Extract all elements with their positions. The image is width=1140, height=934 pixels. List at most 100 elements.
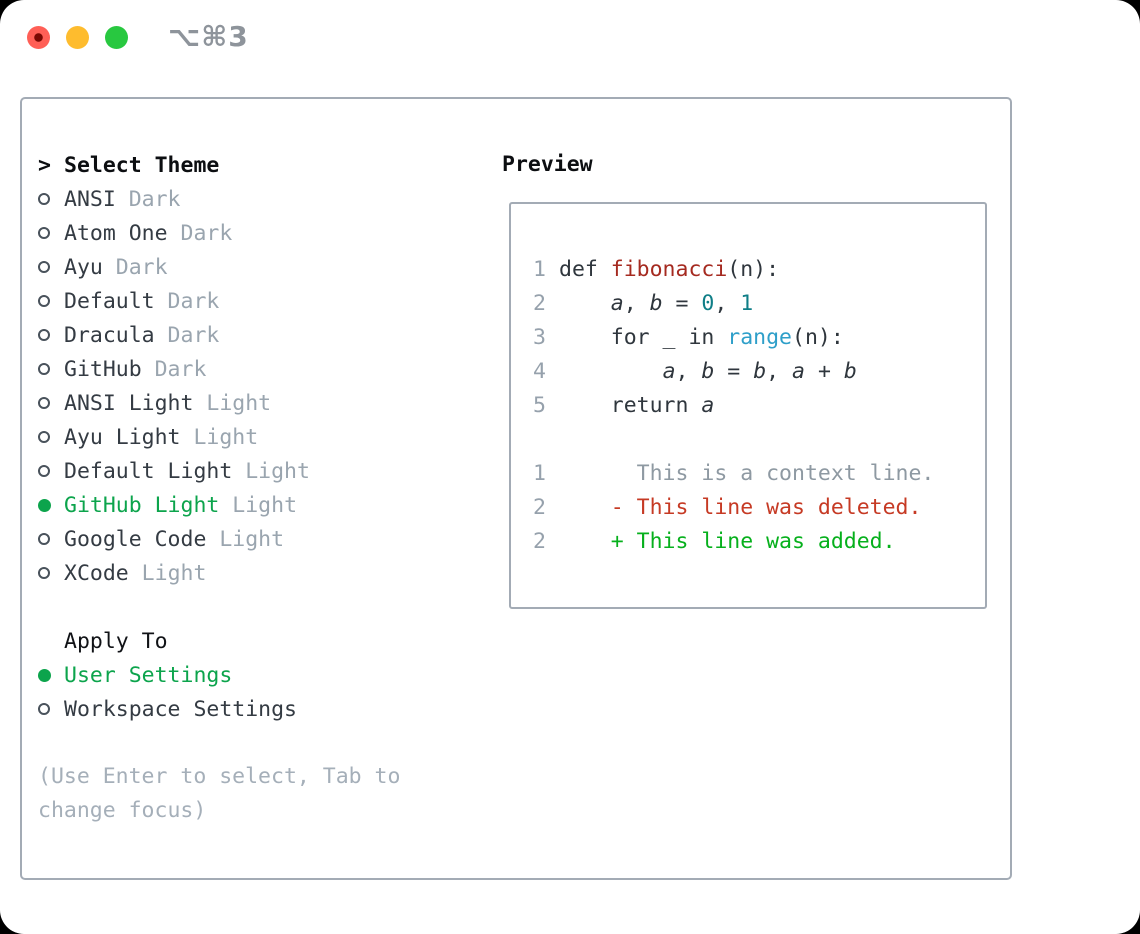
theme-option[interactable]: Default Dark — [38, 284, 468, 318]
theme-option[interactable]: XCode Light — [38, 556, 468, 590]
theme-option[interactable]: Dracula Dark — [38, 318, 468, 352]
theme-name: Atom One — [64, 220, 168, 246]
line-number: 5 — [533, 393, 546, 418]
theme-name: GitHub — [64, 356, 142, 382]
theme-name: Default — [64, 288, 155, 314]
theme-variant-tag: Light — [193, 390, 272, 416]
theme-name: ANSI Light — [64, 390, 194, 416]
apply-option-name: User Settings — [64, 662, 233, 688]
theme-name: ANSI — [64, 186, 116, 212]
diff-preview: 1 This is a context line.2 - This line w… — [533, 457, 975, 559]
radio-marker — [38, 295, 64, 307]
radio-unselected-icon — [38, 397, 50, 409]
theme-option[interactable]: GitHub Dark — [38, 352, 468, 386]
diff-line: 2 + This line was added. — [533, 525, 975, 559]
code-line: 5 return a — [533, 389, 975, 423]
apply-to-option[interactable]: User Settings — [38, 658, 468, 692]
radio-unselected-icon — [38, 295, 50, 307]
theme-variant-tag: Dark — [141, 356, 207, 382]
line-number: 3 — [533, 325, 546, 350]
select-theme-header: > Select Theme — [38, 148, 468, 182]
theme-variant-tag: Light — [232, 458, 310, 484]
radio-marker — [38, 703, 64, 715]
radio-unselected-icon — [38, 567, 50, 579]
theme-name: Ayu — [64, 254, 103, 280]
radio-unselected-icon — [38, 465, 50, 477]
radio-unselected-icon — [38, 363, 50, 375]
code-line: 3 for _ in range(n): — [533, 321, 975, 355]
theme-name: Ayu Light — [64, 424, 181, 450]
theme-option[interactable]: Ayu Light Light — [38, 420, 468, 454]
radio-marker — [38, 329, 64, 341]
code-line: 2 a, b = 0, 1 — [533, 287, 975, 321]
select-theme-title: Select Theme — [64, 152, 220, 178]
theme-variant-tag: Light — [219, 492, 298, 518]
line-number: 4 — [533, 359, 546, 384]
apply-option-name: Workspace Settings — [64, 696, 297, 722]
radio-marker — [38, 431, 64, 443]
radio-selected-icon — [38, 668, 51, 682]
radio-selected-icon — [38, 498, 51, 512]
line-number: 2 — [533, 495, 546, 520]
apply-to-option[interactable]: Workspace Settings — [38, 692, 468, 726]
radio-unselected-icon — [38, 533, 50, 545]
line-number: 1 — [533, 257, 546, 282]
zoom-button[interactable] — [105, 26, 128, 49]
spacer — [38, 726, 468, 760]
theme-variant-tag: Light — [206, 526, 285, 552]
radio-marker — [38, 533, 64, 545]
theme-variant-tag: Dark — [154, 288, 220, 314]
theme-variant-tag: Light — [180, 424, 259, 450]
theme-option[interactable]: Default Light Light — [38, 454, 468, 488]
line-number: 2 — [533, 529, 546, 554]
theme-option[interactable]: Google Code Light — [38, 522, 468, 556]
radio-marker — [38, 261, 64, 273]
apply-to-title: Apply To — [64, 628, 168, 654]
code-line: 4 a, b = b, a + b — [533, 355, 975, 389]
radio-marker — [38, 363, 64, 375]
line-number: 1 — [533, 461, 546, 486]
spacer — [38, 590, 468, 624]
theme-name: Default Light — [64, 458, 233, 484]
theme-variant-tag: Light — [128, 560, 207, 586]
radio-unselected-icon — [38, 193, 50, 205]
radio-marker — [38, 397, 64, 409]
theme-option[interactable]: Ayu Dark — [38, 250, 468, 284]
keyboard-hint: (Use Enter to select, Tab to change focu… — [38, 764, 401, 823]
window-title: ⌥⌘3 — [168, 20, 249, 53]
theme-option[interactable]: ANSI Dark — [38, 182, 468, 216]
apply-to-header: Apply To — [38, 624, 468, 658]
theme-name: XCode — [64, 560, 129, 586]
theme-name: GitHub Light — [64, 492, 220, 518]
diff-line: 1 This is a context line. — [533, 457, 975, 491]
theme-variant-tag: Dark — [154, 322, 220, 348]
diff-line: 2 - This line was deleted. — [533, 491, 975, 525]
radio-marker — [38, 498, 64, 512]
radio-marker — [38, 193, 64, 205]
theme-option[interactable]: ANSI Light Light — [38, 386, 468, 420]
prompt-arrow-icon: > — [38, 152, 51, 178]
radio-unselected-icon — [38, 261, 50, 273]
titlebar: ⌥⌘3 — [0, 0, 1140, 74]
radio-marker — [38, 668, 64, 682]
theme-name: Dracula — [64, 322, 155, 348]
theme-name: Google Code — [64, 526, 207, 552]
close-button[interactable] — [27, 26, 50, 49]
radio-unselected-icon — [38, 227, 50, 239]
theme-option[interactable]: GitHub Light Light — [38, 488, 468, 522]
preview-title: Preview — [502, 152, 593, 177]
radio-marker — [38, 465, 64, 477]
radio-marker — [38, 567, 64, 579]
radio-unselected-icon — [38, 431, 50, 443]
radio-unselected-icon — [38, 329, 50, 341]
minimize-button[interactable] — [66, 26, 89, 49]
theme-option[interactable]: Atom One Dark — [38, 216, 468, 250]
radio-unselected-icon — [38, 703, 50, 715]
